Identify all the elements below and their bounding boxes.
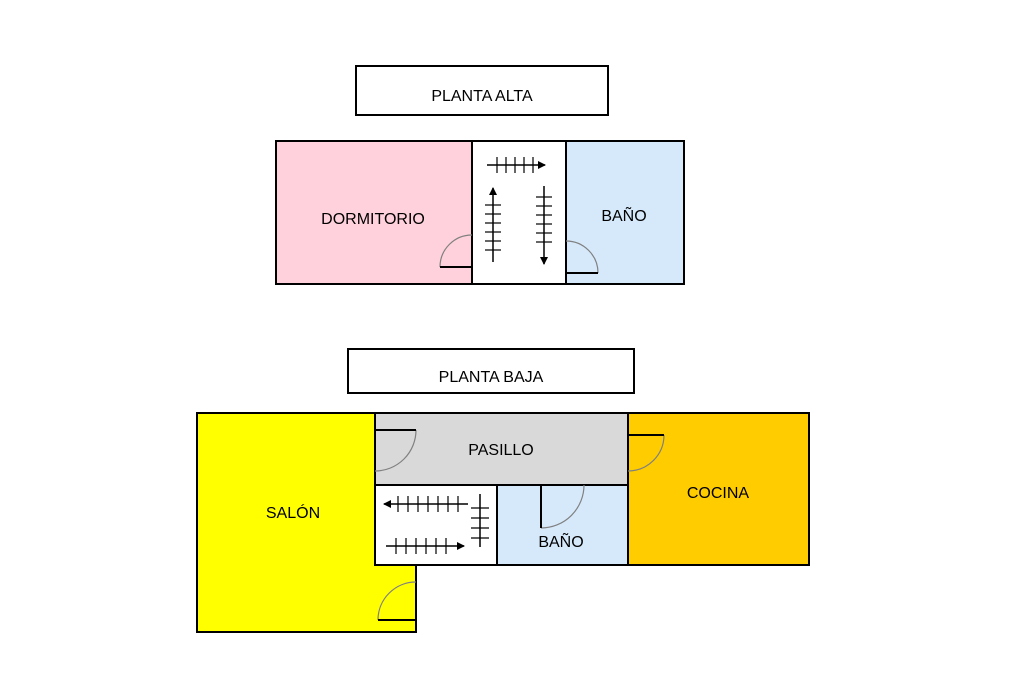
lower-floor-title: PLANTA BAJA (439, 369, 544, 386)
door-cocina (627, 434, 665, 472)
stair-arrow-right-lower (386, 538, 465, 554)
lower-stairs (383, 494, 489, 554)
room-bano-lower (496, 484, 629, 566)
room-bano-upper-label: BAÑO (601, 205, 646, 225)
upper-floor-title: PLANTA ALTA (431, 88, 533, 105)
door-bano-lower (540, 484, 585, 529)
room-dormitorio-label: DORMITORIO (321, 211, 425, 228)
lower-floor: PLANTA BAJA SALÓN PASILLO COCINA BAÑO (196, 348, 810, 633)
door-bano-upper (565, 240, 599, 274)
stair-arrow-down (536, 186, 552, 265)
lower-floor-title-box (347, 348, 635, 394)
room-dormitorio (275, 140, 473, 285)
room-cocina (627, 412, 810, 566)
upper-floor: PLANTA ALTA DORMITORIO BAÑO (275, 65, 685, 285)
stair-arrow-up (485, 187, 501, 262)
room-salon-label: SALÓN (266, 503, 320, 522)
door-entrance (377, 581, 417, 621)
room-cocina-label: COCINA (687, 485, 750, 502)
upper-stairwell (471, 140, 567, 285)
room-bano-upper (565, 140, 685, 285)
stair-arrow-turn (471, 494, 489, 547)
stair-arrow-left (383, 496, 468, 512)
room-bano-lower-label: BAÑO (538, 531, 583, 551)
stair-arrow-right (487, 157, 546, 173)
door-salon-pasillo (374, 429, 417, 472)
upper-floor-title-box (355, 65, 609, 116)
door-dormitorio (439, 234, 473, 268)
upper-stairs (485, 157, 552, 265)
room-pasillo-label: PASILLO (468, 442, 534, 459)
